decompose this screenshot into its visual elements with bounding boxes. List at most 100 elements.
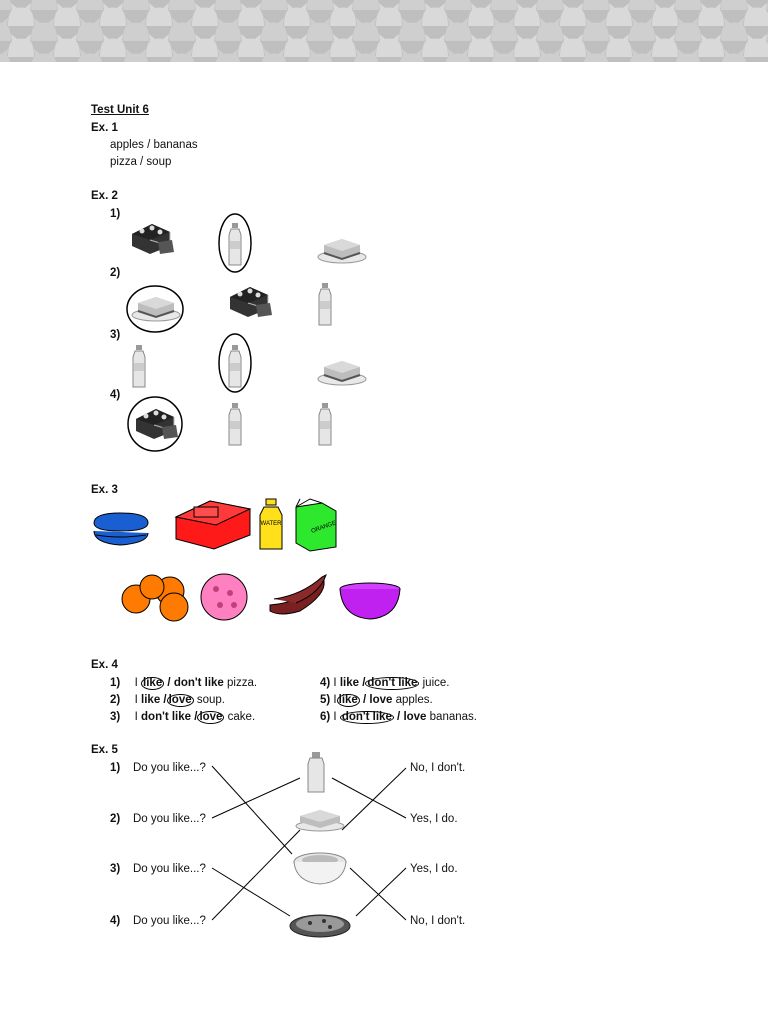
- ex2-number: 4): [110, 389, 121, 401]
- ex4-text: cake.: [224, 711, 256, 723]
- ex1-line: pizza / soup: [110, 156, 172, 168]
- ex5-question: Do you like...?: [133, 762, 206, 774]
- ex5-answer: No, I don't.: [410, 915, 466, 927]
- ex5-number: 2): [110, 813, 121, 825]
- sandwich-icon: [295, 810, 345, 832]
- bowl-icon: [339, 582, 401, 620]
- circled-answer: like: [336, 694, 360, 707]
- ex5-answer: No, I don't.: [410, 762, 466, 774]
- ex3-heading: Ex. 3: [91, 484, 118, 496]
- ex5-question: Do you like...?: [133, 813, 206, 825]
- circled-answer: love: [197, 711, 225, 724]
- ex4-item: 3) I don't like /love cake.: [110, 710, 255, 724]
- bottle-icon: [228, 402, 242, 446]
- ex4-text: apples.: [392, 694, 433, 706]
- ex4-sep: /: [393, 711, 404, 723]
- ex4-number: 6): [320, 711, 331, 723]
- ex5-matching: [211, 752, 407, 938]
- circled-answer: don't like: [339, 711, 394, 724]
- juice-box-icon: ORANGE: [295, 498, 337, 552]
- cake-icon: [131, 223, 175, 255]
- header-banner: [0, 0, 768, 62]
- circle-mark: [218, 333, 252, 393]
- bottle-icon: [318, 282, 332, 326]
- sandwich-icon: [93, 512, 149, 546]
- sandwich-icon: [317, 360, 367, 386]
- cake-icon: [229, 286, 273, 318]
- ex4-text: bananas.: [426, 711, 477, 723]
- pizza-icon: [200, 573, 248, 621]
- ex4-text: I: [134, 694, 142, 706]
- match-line: [211, 765, 293, 855]
- bottle-icon: [318, 402, 332, 446]
- ex2-number: 1): [110, 208, 121, 220]
- ex4-option: like: [141, 694, 161, 706]
- ex4-text: I: [134, 677, 142, 689]
- water-bottle-icon: WATER: [259, 498, 283, 550]
- ex4-sep: /: [164, 677, 174, 689]
- ex4-text: juice.: [419, 677, 450, 689]
- ex4-number: 1): [110, 677, 121, 689]
- bottle-icon: [307, 752, 325, 793]
- ex2-number: 3): [110, 329, 121, 341]
- match-line: [349, 867, 407, 921]
- ex1-line: apples / bananas: [110, 139, 198, 151]
- match-line: [355, 867, 407, 917]
- apples-icon: [121, 574, 189, 622]
- sandwich-icon: [317, 238, 367, 264]
- ex2-heading: Ex. 2: [91, 190, 118, 202]
- ex5-heading: Ex. 5: [91, 744, 118, 756]
- ex5-question: Do you like...?: [133, 915, 206, 927]
- ex4-number: 3): [110, 711, 121, 723]
- bottle-icon: [228, 344, 242, 388]
- bananas-icon: [269, 574, 327, 615]
- ex4-sep: /: [359, 677, 366, 689]
- ex2-pictures: [126, 213, 367, 452]
- circle-mark: [218, 213, 252, 273]
- ex4-option: don't like: [173, 677, 224, 689]
- ex4-option: love: [369, 694, 393, 706]
- ex5-question: Do you like...?: [133, 863, 206, 875]
- ex4-text: I: [330, 694, 337, 706]
- cake-icon: [135, 408, 179, 440]
- ex4-text: I: [330, 711, 340, 723]
- ex4-item: 4) I like /don't like juice.: [320, 676, 449, 690]
- circle-mark: [127, 396, 183, 452]
- ex5-number: 3): [110, 863, 121, 875]
- circled-answer: love: [166, 694, 194, 707]
- ex4-item: 6) I don't like / love bananas.: [320, 710, 477, 724]
- ex4-sep: /: [191, 711, 198, 723]
- ex5-number: 4): [110, 915, 121, 927]
- ex3-pictures: WATER ORANGE: [93, 498, 401, 622]
- ex4-sep: /: [160, 694, 167, 706]
- ex4-item: 2) I like /love soup.: [110, 693, 225, 707]
- ex4-number: 5): [320, 694, 331, 706]
- bottle-icon: [228, 222, 242, 266]
- ex4-text: pizza.: [223, 677, 258, 689]
- ex5-number: 1): [110, 762, 121, 774]
- ex2-number: 2): [110, 267, 121, 279]
- ex5-answer: Yes, I do.: [410, 863, 458, 875]
- ex4-text: I: [330, 677, 340, 689]
- water-label: WATER: [261, 521, 283, 527]
- ex4-number: 2): [110, 694, 121, 706]
- lunchbox-icon: [174, 500, 252, 550]
- ex5-answer: Yes, I do.: [410, 813, 458, 825]
- ex4-option: love: [403, 711, 427, 723]
- match-line: [211, 829, 301, 921]
- ex4-text: I: [134, 711, 142, 723]
- ex1-heading: Ex. 1: [91, 122, 118, 134]
- circled-answer: don't like: [365, 677, 420, 690]
- ex4-number: 4): [320, 677, 331, 689]
- ex4-option: don't like: [141, 711, 192, 723]
- ex4-sep: /: [359, 694, 370, 706]
- ex4-item: 1) I like / don't like pizza.: [110, 676, 257, 690]
- match-line: [341, 767, 407, 831]
- ex4-text: soup.: [193, 694, 225, 706]
- match-line: [211, 867, 291, 917]
- page-title: Test Unit 6: [91, 104, 149, 116]
- ex4-heading: Ex. 4: [91, 659, 118, 671]
- pizza-icon: [289, 914, 351, 938]
- soup-icon: [293, 852, 347, 885]
